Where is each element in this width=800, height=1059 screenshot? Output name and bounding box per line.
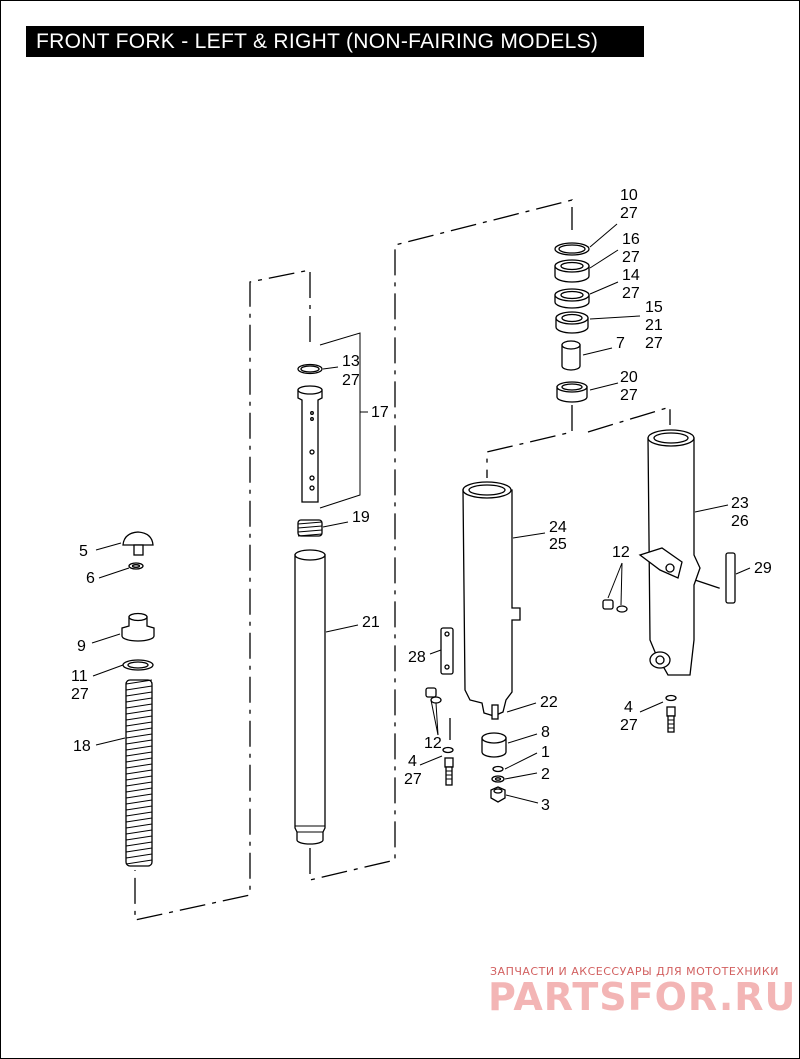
part-16-bushing [554,259,590,283]
callout-9: 9 [77,638,86,655]
callout-29: 29 [754,560,772,577]
callout-12-left: 12 [424,735,442,752]
part-18-fork-spring [125,679,153,867]
callout-10-qty: 27 [620,205,638,222]
callout-21: 21 [362,614,380,631]
part-24-left-slider [462,481,521,720]
callout-4-right-qty: 27 [620,717,638,734]
callout-labels: 10 27 16 27 14 27 15 21 27 7 20 27 13 27… [71,187,772,814]
callout-5: 5 [79,543,88,560]
callout-24: 24 [549,519,567,536]
page-title: FRONT FORK - LEFT & RIGHT (NON-FAIRING M… [26,26,644,57]
callout-28: 28 [408,649,426,666]
part-4-axle-cap-screw-right [665,694,677,733]
part-8-axle-cap [481,732,507,758]
callout-15-ref1: 21 [645,317,663,334]
callout-13: 13 [342,353,360,370]
callout-22: 22 [540,694,558,711]
part-12-drain-screw-right [602,599,628,613]
callout-4-left: 4 [408,753,417,770]
part-1-lock-washer [492,765,504,773]
callout-20: 20 [620,369,638,386]
part-5-fork-cap [122,531,154,556]
callout-11-qty: 27 [71,686,89,703]
callout-1: 1 [541,744,550,761]
part-29-reflector [725,552,736,604]
callout-14: 14 [622,267,640,284]
callout-7: 7 [616,335,625,352]
callout-6: 6 [86,570,95,587]
part-12-drain-screw-left [425,687,442,704]
part-4-axle-cap-screw-left [442,746,454,786]
callout-11: 11 [71,668,88,685]
callout-15-ref2: 27 [645,335,663,352]
callout-2: 2 [541,766,550,783]
part-7-bushing [561,340,581,371]
part-19-rebound-spring [297,519,323,537]
callout-23: 23 [731,495,749,512]
callout-4-right: 4 [624,699,633,716]
damper-tube [297,385,323,503]
callout-25: 25 [549,536,567,553]
part-14-seal-spacer [554,288,590,309]
bracket-17 [319,332,361,509]
callout-13-qty: 27 [342,372,360,389]
callout-20-qty: 27 [620,387,638,404]
part-13-piston-ring [297,363,323,375]
callout-8: 8 [541,724,550,741]
callout-12-right: 12 [612,544,630,561]
leader-lines [91,223,751,804]
callout-17: 17 [371,404,389,421]
callout-4-left-qty: 27 [404,771,422,788]
callout-16-qty: 27 [622,249,640,266]
callout-26: 26 [731,513,749,530]
callout-10: 10 [620,187,638,204]
callout-14-qty: 27 [622,285,640,302]
part-28-reflector-plate [440,627,454,675]
callout-19: 19 [352,509,370,526]
part-23-right-slider [638,429,701,676]
assembly-dashed-lines [134,199,726,921]
part-21-fork-tube [294,549,326,845]
part-6-o-ring [128,562,144,570]
part-20-bushing [556,381,588,403]
part-15-bushing [555,311,589,334]
callout-15: 15 [645,299,663,316]
part-3-nut [490,786,506,803]
part-10-retaining-ring [554,242,590,256]
callout-3: 3 [541,797,550,814]
part-11-washer [122,659,154,671]
callout-18: 18 [73,738,91,755]
part-2-flat-washer [491,775,505,783]
watermark-tagline: ЗАПЧАСТИ И АКСЕССУАРЫ ДЛЯ МОТОТЕХНИКИ [490,965,779,978]
part-9-spring-retainer [121,612,155,642]
callout-16: 16 [622,231,640,248]
watermark-logo: PARTSFOR.RU [488,975,797,1019]
